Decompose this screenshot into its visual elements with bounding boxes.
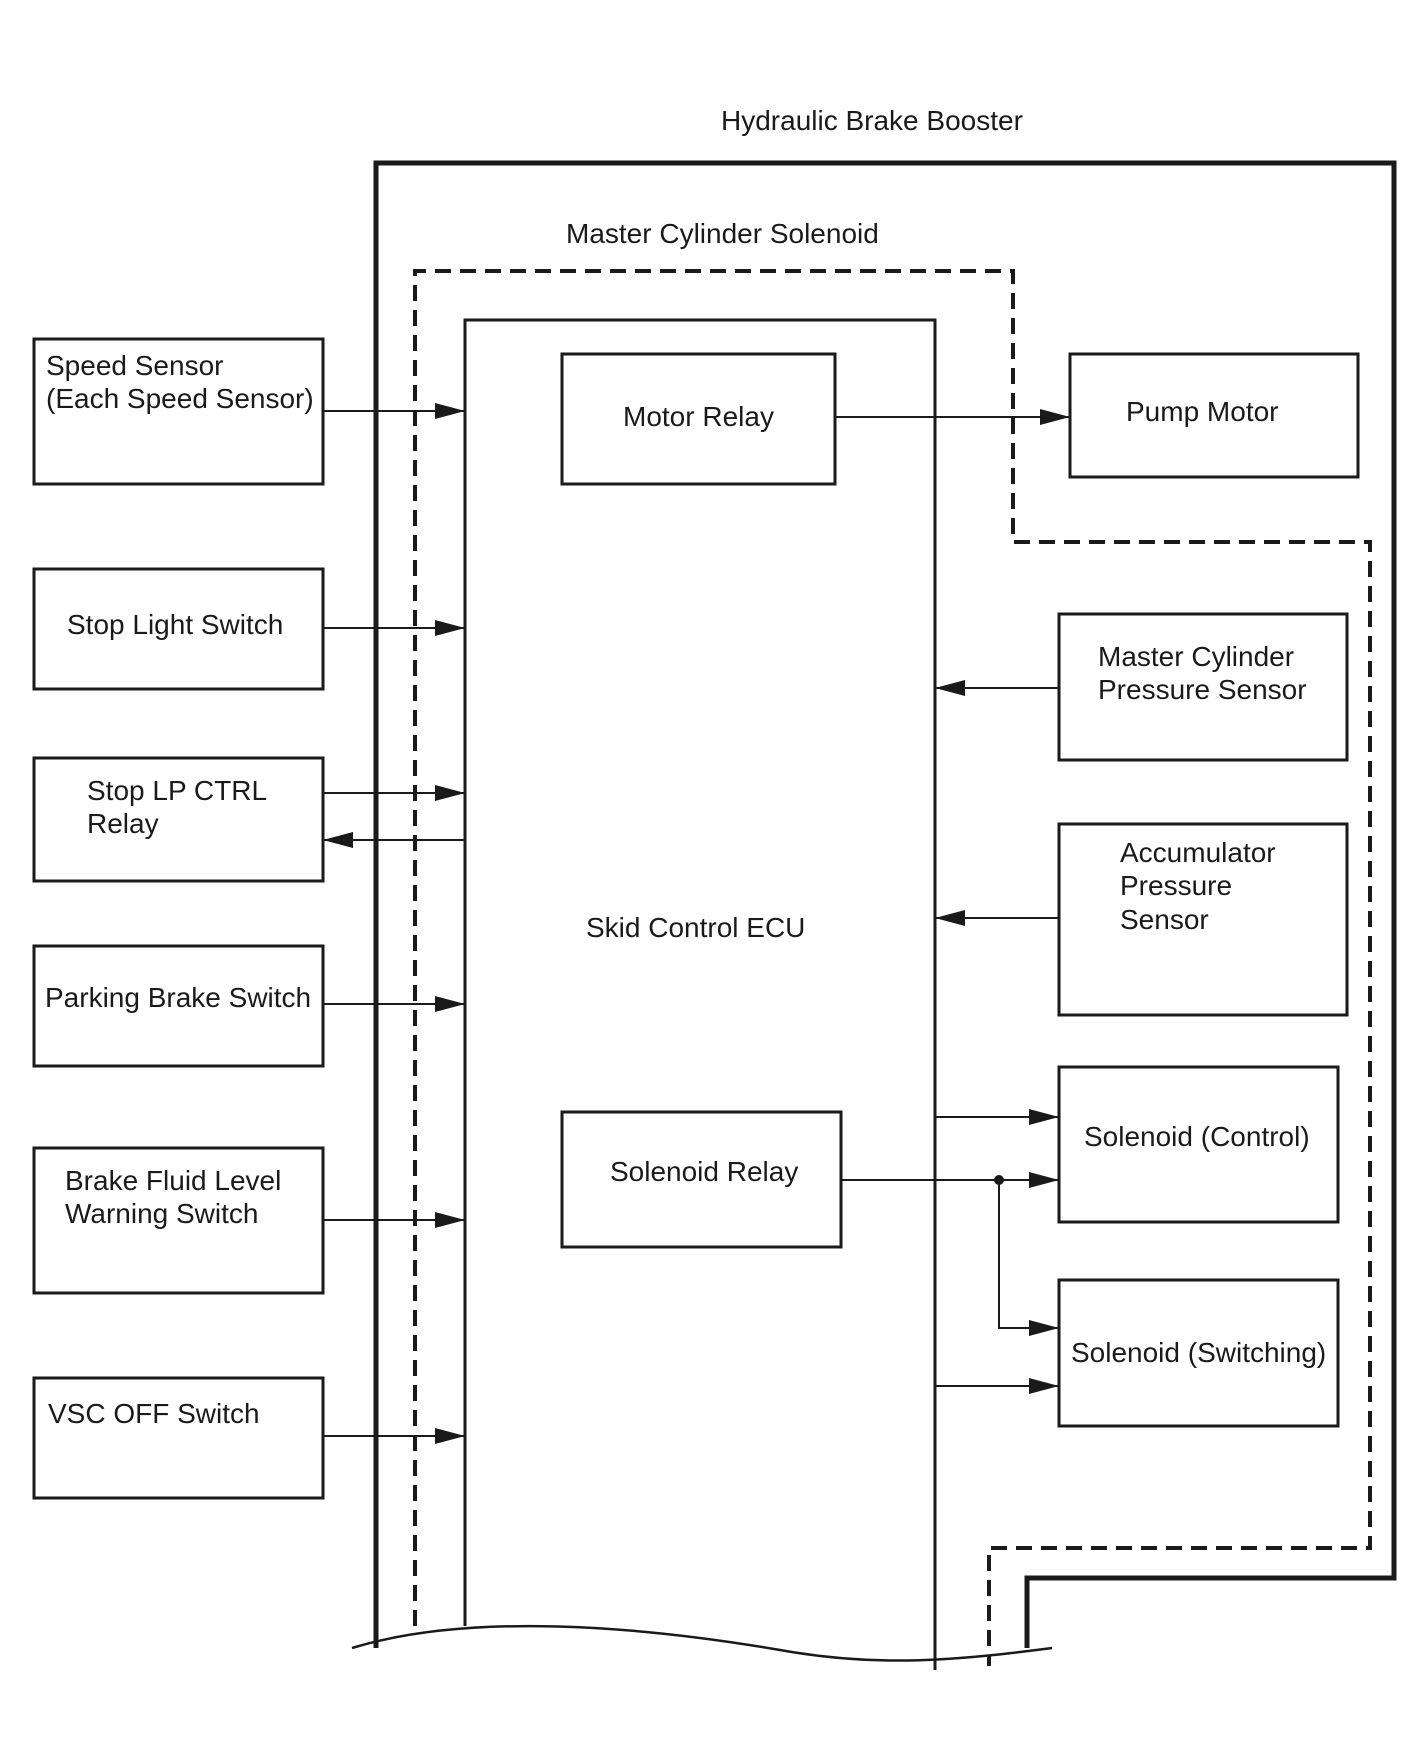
master-cylinder-solenoid-label: Master Cylinder Solenoid bbox=[566, 218, 879, 249]
solenoid-control-label: Solenoid (Control) bbox=[1084, 1121, 1310, 1152]
pump-motor-box bbox=[1068, 352, 1360, 479]
skid-control-ecu-box bbox=[463, 318, 937, 1670]
vsc-off-switch-box bbox=[32, 1376, 325, 1500]
solenoid-switching-label: Solenoid (Switching) bbox=[1071, 1337, 1326, 1368]
solenoid-relay-label: Solenoid Relay bbox=[610, 1156, 798, 1187]
hydraulic-brake-booster-label: Hydraulic Brake Booster bbox=[721, 105, 1023, 136]
accumulator-pressure-sensor-box bbox=[1057, 822, 1349, 1017]
speed-sensor-label-line2: (Each Speed Sensor) bbox=[46, 383, 314, 414]
accumulator-pressure-sensor-label-line3: Sensor bbox=[1120, 904, 1209, 935]
motor-relay-box bbox=[560, 352, 837, 486]
solenoid-control-box bbox=[1057, 1065, 1340, 1224]
pump-motor-label: Pump Motor bbox=[1126, 396, 1279, 427]
vsc-off-switch-label: VSC OFF Switch bbox=[48, 1398, 260, 1429]
stop-lp-ctrl-relay-label-line2: Relay bbox=[87, 808, 159, 839]
accumulator-pressure-sensor-label-line2: Pressure bbox=[1120, 870, 1232, 901]
motor-relay-label: Motor Relay bbox=[623, 401, 774, 432]
stop-lp-ctrl-relay-label-line1: Stop LP CTRL bbox=[87, 775, 267, 806]
parking-brake-switch-box bbox=[32, 944, 325, 1068]
stop-light-switch-label: Stop Light Switch bbox=[67, 609, 283, 640]
master-cylinder-pressure-sensor-label-line1: Master Cylinder bbox=[1098, 641, 1294, 672]
stop-lp-ctrl-relay-box bbox=[32, 756, 325, 883]
solenoid-relay-to-solenoid-switching-arrow bbox=[998, 1180, 1059, 1336]
parking-brake-switch-label: Parking Brake Switch bbox=[45, 982, 311, 1013]
master-cylinder-pressure-sensor-label-line2: Pressure Sensor bbox=[1098, 674, 1307, 705]
accumulator-pressure-sensor-label-line1: Accumulator bbox=[1120, 837, 1276, 868]
break-line bbox=[351, 1624, 1053, 1662]
speed-sensor-label-line1: Speed Sensor bbox=[46, 350, 223, 381]
master-cylinder-solenoid-boundary bbox=[413, 269, 1372, 1666]
skid-control-ecu-label: Skid Control ECU bbox=[586, 912, 805, 943]
solenoid-switching-box bbox=[1057, 1278, 1340, 1428]
brake-fluid-level-warning-switch-label-line2: Warning Switch bbox=[65, 1198, 258, 1229]
brake-fluid-level-warning-switch-label-line1: Brake Fluid Level bbox=[65, 1165, 281, 1196]
